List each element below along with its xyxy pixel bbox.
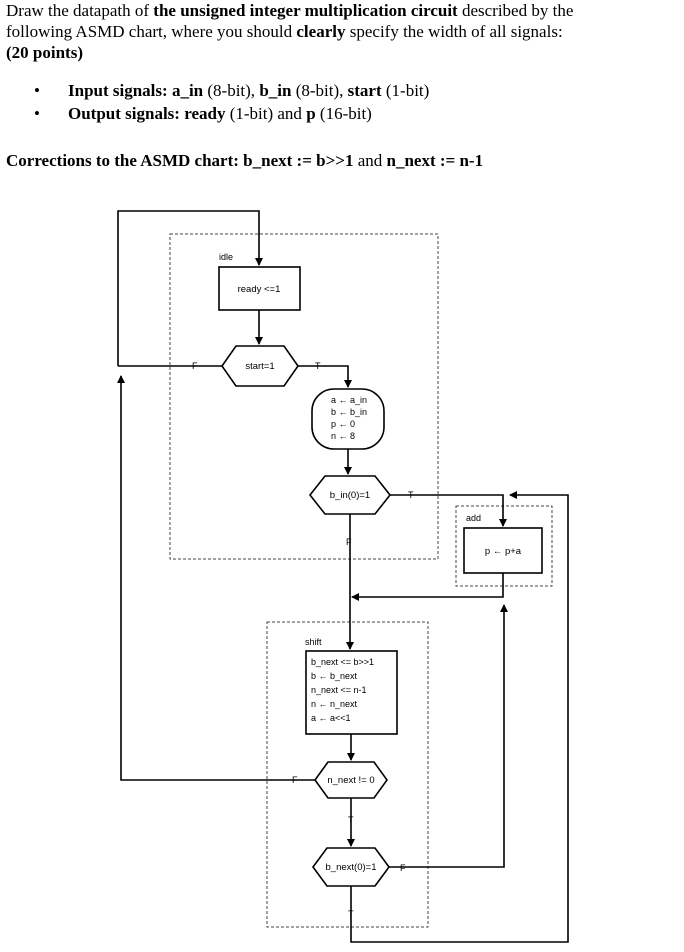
shift-line-4: n ← n_next bbox=[311, 699, 358, 709]
edge-label-f-bnext: F bbox=[400, 863, 406, 873]
question-text: Draw the datapath of the unsigned intege… bbox=[6, 0, 682, 63]
shift-state-box bbox=[305, 650, 398, 735]
edge-label-t-bnext: T bbox=[348, 909, 354, 919]
add-region bbox=[455, 505, 553, 587]
shift-line-2: b ← b_next bbox=[311, 671, 358, 681]
idle-region bbox=[169, 233, 439, 560]
n-decision bbox=[314, 761, 388, 799]
add-exit-path bbox=[351, 573, 504, 601]
bin-true-path bbox=[390, 494, 507, 527]
question-line-2: following ASMD chart, where you should c… bbox=[6, 22, 563, 41]
bin-decision-text: b_in(0)=1 bbox=[330, 490, 370, 501]
question-points: (20 points) bbox=[6, 43, 83, 62]
question-line-1: Draw the datapath of the unsigned intege… bbox=[6, 1, 574, 20]
init-line-4: n ← 8 bbox=[331, 431, 355, 441]
shift-line-3: n_next <= n-1 bbox=[311, 685, 367, 695]
edge-label-t-start: T bbox=[315, 361, 321, 371]
shift-region bbox=[266, 621, 429, 928]
start-true-path bbox=[298, 365, 352, 388]
idle-state-box bbox=[218, 266, 301, 311]
edge-label-f-bin: F bbox=[346, 537, 352, 547]
bnext-decision-text: b_next(0)=1 bbox=[326, 862, 377, 873]
bullet-inputs: • Input signals: a_in (8-bit), b_in (8-b… bbox=[34, 81, 430, 100]
state-idle-label: idle bbox=[219, 252, 233, 262]
edge-label-t-bin: T bbox=[408, 490, 414, 500]
bullet-outputs: • Output signals: ready (1-bit) and p (1… bbox=[34, 104, 372, 123]
init-line-3: p ← 0 bbox=[331, 419, 355, 429]
bnext-true-path bbox=[350, 491, 569, 943]
corrections-line: Corrections to the ASMD chart: b_next :=… bbox=[6, 151, 484, 170]
state-shift-label: shift bbox=[305, 637, 322, 647]
idle-box-text: ready <=1 bbox=[238, 284, 281, 295]
edge-label-t-n: T bbox=[348, 815, 354, 825]
bullet-dot-icon: • bbox=[34, 81, 40, 100]
n-false-path bbox=[117, 375, 315, 781]
edge-label-f-n: F bbox=[292, 775, 298, 785]
n-decision-text: n_next != 0 bbox=[327, 775, 374, 786]
shift-line-5: a ← a<<1 bbox=[311, 713, 351, 723]
connectors bbox=[117, 210, 569, 943]
add-box-text: p ← p+a bbox=[485, 546, 522, 557]
shift-line-1: b_next <= b>>1 bbox=[311, 657, 374, 667]
arrow-into-idle bbox=[117, 210, 263, 366]
start-decision-text: start=1 bbox=[245, 361, 274, 372]
edge-label-f-start: F bbox=[192, 361, 198, 371]
bnext-false-path bbox=[389, 604, 508, 868]
state-add-label: add bbox=[466, 513, 481, 523]
init-line-1: a ← a_in bbox=[331, 395, 367, 405]
init-line-2: b ← b_in bbox=[331, 407, 367, 417]
bullet-dot-icon: • bbox=[34, 104, 40, 123]
